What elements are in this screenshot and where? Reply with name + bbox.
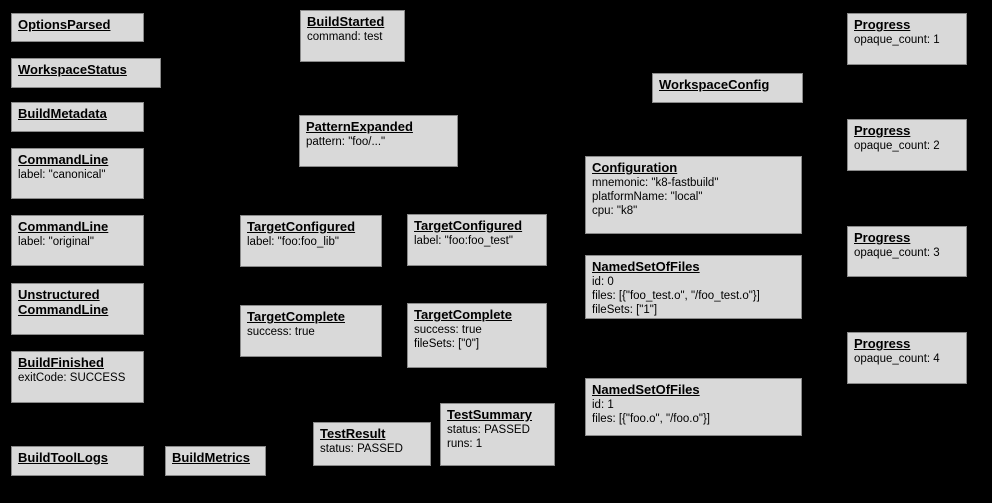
- event-node-target-complete-lib[interactable]: TargetComplete success: true: [240, 305, 382, 357]
- event-node-options-parsed[interactable]: OptionsParsed: [11, 13, 144, 42]
- event-node-fields: opaque_count: 2: [854, 139, 960, 153]
- event-node-title: TargetConfigured: [247, 219, 356, 234]
- event-node-build-started[interactable]: BuildStarted command: test: [300, 10, 405, 62]
- event-node-title: Progress: [854, 123, 911, 138]
- event-node-command-line-original[interactable]: CommandLine label: "original": [11, 215, 144, 266]
- event-node-fields: label: "foo:foo_test": [414, 234, 540, 248]
- event-node-field: status: PASSED: [320, 443, 403, 455]
- event-node-field: runs: 1: [447, 438, 483, 450]
- event-node-title: BuildMetrics: [172, 450, 251, 465]
- event-node-progress-1[interactable]: Progress opaque_count: 1: [847, 13, 967, 65]
- event-node-field: exitCode: SUCCESS: [18, 372, 126, 384]
- event-node-title: PatternExpanded: [306, 119, 413, 134]
- event-node-field: files: [{"foo.o", "/foo.o"}]: [592, 413, 710, 425]
- event-node-title: CommandLine: [18, 219, 109, 234]
- event-node-field: success: true: [247, 326, 315, 338]
- event-node-field: opaque_count: 2: [854, 140, 940, 152]
- event-node-command-line-canonical[interactable]: CommandLine label: "canonical": [11, 148, 144, 199]
- event-node-title: BuildFinished: [18, 355, 104, 370]
- event-node-workspace-status[interactable]: WorkspaceStatus: [11, 58, 161, 88]
- event-node-fields: exitCode: SUCCESS: [18, 371, 137, 385]
- event-node-title: TargetComplete: [414, 307, 512, 322]
- event-node-title: WorkspaceStatus: [18, 62, 127, 77]
- event-node-title: TestResult: [320, 426, 386, 441]
- event-node-field: cpu: "k8": [592, 205, 638, 217]
- event-node-fields: success: true: [247, 325, 375, 339]
- event-node-field: files: [{"foo_test.o", "/foo_test.o"}]: [592, 290, 760, 302]
- event-node-title: TargetConfigured: [414, 218, 523, 233]
- event-node-target-configured-lib[interactable]: TargetConfigured label: "foo:foo_lib": [240, 215, 382, 267]
- event-node-title: Progress: [854, 17, 911, 32]
- event-node-pattern-expanded[interactable]: PatternExpanded pattern: "foo/...": [299, 115, 458, 167]
- event-node-field: opaque_count: 4: [854, 353, 940, 365]
- event-node-field: label: "canonical": [18, 169, 106, 181]
- event-node-fields: label: "foo:foo_lib": [247, 235, 375, 249]
- event-node-test-result[interactable]: TestResult status: PASSED: [313, 422, 431, 466]
- event-node-build-metrics[interactable]: BuildMetrics: [165, 446, 266, 476]
- event-node-title: TestSummary: [447, 407, 533, 422]
- event-node-title: NamedSetOfFiles: [592, 259, 700, 274]
- event-node-title: Unstructured CommandLine: [18, 287, 109, 317]
- event-node-fields: id: 1 files: [{"foo.o", "/foo.o"}]: [592, 398, 795, 426]
- event-node-test-summary[interactable]: TestSummary status: PASSED runs: 1: [440, 403, 555, 466]
- event-node-title: Progress: [854, 336, 911, 351]
- event-node-field: label: "original": [18, 236, 94, 248]
- event-node-field: label: "foo:foo_lib": [247, 236, 339, 248]
- event-node-title: OptionsParsed: [18, 17, 111, 32]
- event-node-fields: mnemonic: "k8-fastbuild" platformName: "l…: [592, 176, 795, 218]
- event-node-build-tool-logs[interactable]: BuildToolLogs: [11, 446, 144, 476]
- event-node-field: mnemonic: "k8-fastbuild": [592, 177, 719, 189]
- event-node-fields: status: PASSED: [320, 442, 424, 456]
- event-node-field: fileSets: ["1"]: [592, 304, 658, 316]
- event-node-title: BuildStarted: [307, 14, 385, 29]
- event-node-field: id: 0: [592, 276, 614, 288]
- event-node-title: BuildToolLogs: [18, 450, 109, 465]
- event-node-field: platformName: "local": [592, 191, 703, 203]
- event-node-target-configured-test[interactable]: TargetConfigured label: "foo:foo_test": [407, 214, 547, 266]
- event-node-fields: command: test: [307, 30, 398, 44]
- event-node-fields: success: true fileSets: ["0"]: [414, 323, 540, 351]
- event-node-title: TargetComplete: [247, 309, 345, 324]
- event-node-field: status: PASSED: [447, 424, 530, 436]
- event-node-title: BuildMetadata: [18, 106, 107, 121]
- event-node-field: label: "foo:foo_test": [414, 235, 513, 247]
- event-node-fields: pattern: "foo/...": [306, 135, 451, 149]
- event-node-named-set-of-files-1[interactable]: NamedSetOfFiles id: 1 files: [{"foo.o", "/…: [585, 378, 802, 436]
- event-node-field: pattern: "foo/...": [306, 136, 386, 148]
- event-node-fields: status: PASSED runs: 1: [447, 423, 548, 451]
- event-node-fields: label: "canonical": [18, 168, 137, 182]
- event-node-field: opaque_count: 3: [854, 247, 940, 259]
- event-node-title: Configuration: [592, 160, 678, 175]
- event-node-field: command: test: [307, 31, 383, 43]
- event-node-fields: opaque_count: 4: [854, 352, 960, 366]
- event-node-title: NamedSetOfFiles: [592, 382, 700, 397]
- event-node-fields: id: 0 files: [{"foo_test.o", "/foo_test.o…: [592, 275, 795, 317]
- event-node-configuration[interactable]: Configuration mnemonic: "k8-fastbuild" pla…: [585, 156, 802, 234]
- event-node-fields: opaque_count: 1: [854, 33, 960, 47]
- event-node-field: id: 1: [592, 399, 614, 411]
- event-node-target-complete-test[interactable]: TargetComplete success: true fileSets: ["0…: [407, 303, 547, 368]
- event-node-build-finished[interactable]: BuildFinished exitCode: SUCCESS: [11, 351, 144, 403]
- event-node-title: WorkspaceConfig: [659, 77, 770, 92]
- event-node-title: Progress: [854, 230, 911, 245]
- event-node-progress-2[interactable]: Progress opaque_count: 2: [847, 119, 967, 171]
- event-node-progress-3[interactable]: Progress opaque_count: 3: [847, 226, 967, 277]
- event-node-fields: label: "original": [18, 235, 137, 249]
- event-node-field: success: true: [414, 324, 482, 336]
- event-node-progress-4[interactable]: Progress opaque_count: 4: [847, 332, 967, 384]
- event-node-field: fileSets: ["0"]: [414, 338, 480, 350]
- event-node-build-metadata[interactable]: BuildMetadata: [11, 102, 144, 132]
- event-node-workspace-config[interactable]: WorkspaceConfig: [652, 73, 803, 103]
- event-node-unstructured-command-line[interactable]: Unstructured CommandLine: [11, 283, 144, 335]
- event-node-fields: opaque_count: 3: [854, 246, 960, 260]
- event-node-title: CommandLine: [18, 152, 109, 167]
- event-node-field: opaque_count: 1: [854, 34, 940, 46]
- event-node-named-set-of-files-0[interactable]: NamedSetOfFiles id: 0 files: [{"foo_test.o…: [585, 255, 802, 319]
